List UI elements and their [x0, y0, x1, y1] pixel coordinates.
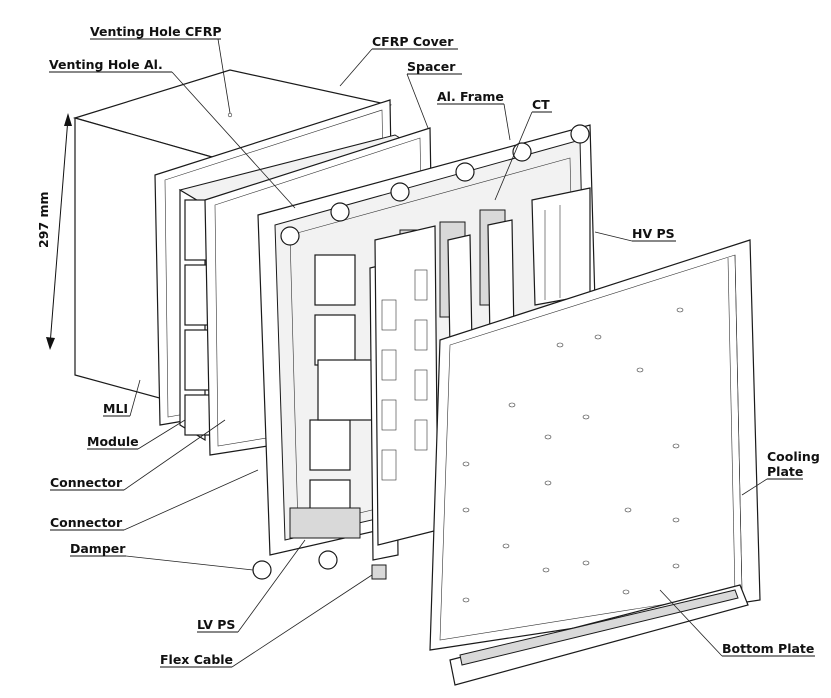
label-ct: CT — [532, 97, 550, 112]
label-connector-1: Connector — [50, 475, 123, 490]
label-mli: MLI — [103, 401, 128, 416]
venting-hole-cfrp-mark — [227, 112, 233, 118]
label-flex-cable: Flex Cable — [160, 652, 233, 667]
label-spacer: Spacer — [407, 59, 456, 74]
label-al-frame: Al. Frame — [437, 89, 504, 104]
label-module: Module — [87, 434, 139, 449]
flex-cable — [369, 219, 515, 580]
label-lv-ps: LV PS — [197, 617, 235, 632]
bottom-plate — [449, 584, 749, 686]
label-connector-2: Connector — [50, 515, 123, 530]
label-cfrp-cover: CFRP Cover — [372, 34, 454, 49]
label-cooling-plate-line2: Plate — [767, 464, 803, 479]
label-hv-ps: HV PS — [632, 226, 675, 241]
label-venting-hole-al: Venting Hole Al. — [49, 57, 163, 72]
dimension-label: 297 mm — [36, 192, 51, 249]
dimension-arrow — [46, 113, 72, 350]
cooling-plate — [429, 239, 761, 651]
label-cooling-plate-line1: Cooling — [767, 449, 820, 464]
label-damper: Damper — [70, 541, 126, 556]
label-bottom-plate: Bottom Plate — [722, 641, 814, 656]
label-venting-hole-cfrp: Venting Hole CFRP — [90, 24, 222, 39]
